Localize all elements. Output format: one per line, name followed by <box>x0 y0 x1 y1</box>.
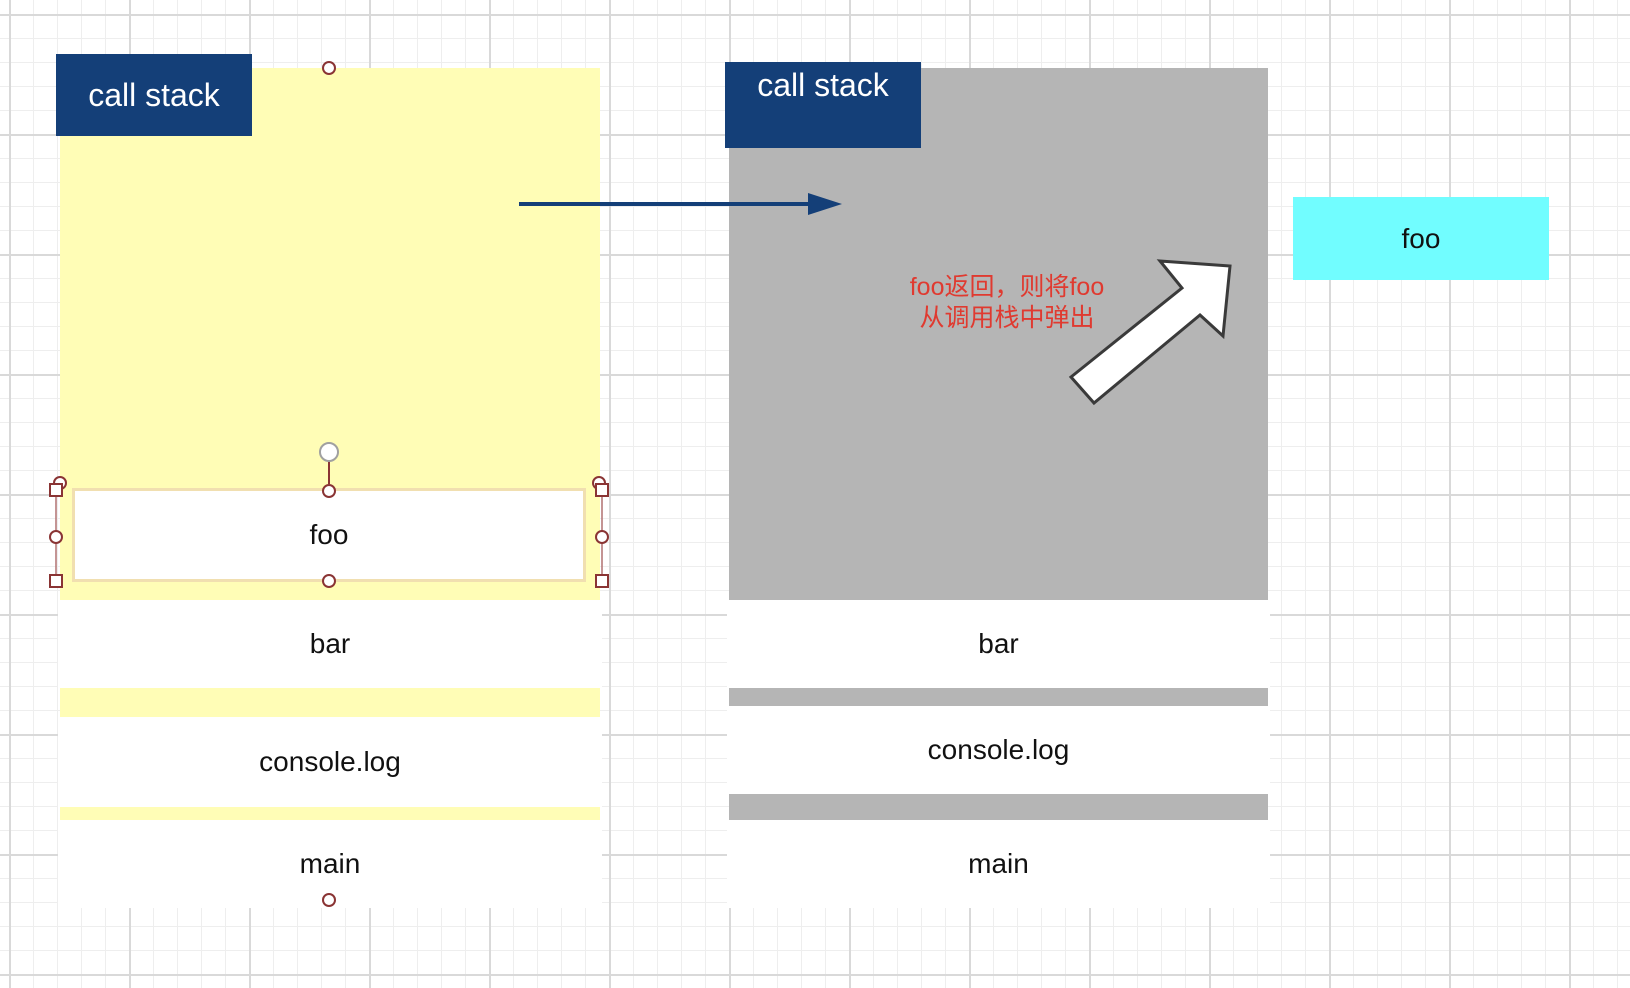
right-call-stack-container <box>729 68 1268 820</box>
selection-right-handle[interactable] <box>595 530 609 544</box>
selection-top-right-handle[interactable] <box>595 483 609 497</box>
right-frame-console-log[interactable]: console.log <box>727 706 1270 794</box>
right-frame-main[interactable]: main <box>727 820 1270 908</box>
left-call-stack-label-text: call stack <box>88 76 220 113</box>
left-frame-bar[interactable]: bar <box>58 600 602 688</box>
right-call-stack-label: call stack <box>725 62 921 148</box>
selection-bottom-right-handle[interactable] <box>595 574 609 588</box>
pop-explanation-note: foo返回，则将foo 从调用栈中弹出 <box>887 272 1127 334</box>
right-call-stack-label-text: call stack <box>757 67 889 103</box>
rotate-handle[interactable] <box>319 442 339 462</box>
right-frame-bar[interactable]: bar <box>727 600 1270 688</box>
left-call-stack-label: call stack <box>56 54 252 136</box>
selection-top-left-handle[interactable] <box>49 483 63 497</box>
popped-frame-foo-label: foo <box>1401 222 1441 254</box>
selection-bottom-handle[interactable] <box>322 574 336 588</box>
left-frame-bar-label: bar <box>309 628 351 659</box>
container-bottom-handle[interactable] <box>322 893 336 907</box>
right-frame-console-log-label: console.log <box>927 734 1070 765</box>
container-top-handle[interactable] <box>322 61 336 75</box>
selection-bottom-left-handle[interactable] <box>49 574 63 588</box>
pop-up-arrow-icon <box>1068 259 1232 406</box>
left-frame-console-log[interactable]: console.log <box>58 717 602 807</box>
selection-top-handle[interactable] <box>322 484 336 498</box>
pop-note-line-2: 从调用栈中弹出 <box>919 304 1095 332</box>
left-frame-console-log-label: console.log <box>259 746 401 777</box>
right-frame-main-label: main <box>968 848 1029 879</box>
left-frame-main-label: main <box>299 848 361 879</box>
left-frame-foo-label: foo <box>309 519 349 550</box>
right-frame-bar-label: bar <box>978 628 1019 659</box>
pop-note-line-1: foo返回，则将foo <box>909 273 1105 301</box>
popped-frame-foo[interactable]: foo <box>1293 197 1549 280</box>
transition-arrow <box>519 193 842 215</box>
selection-left-handle[interactable] <box>49 530 63 544</box>
